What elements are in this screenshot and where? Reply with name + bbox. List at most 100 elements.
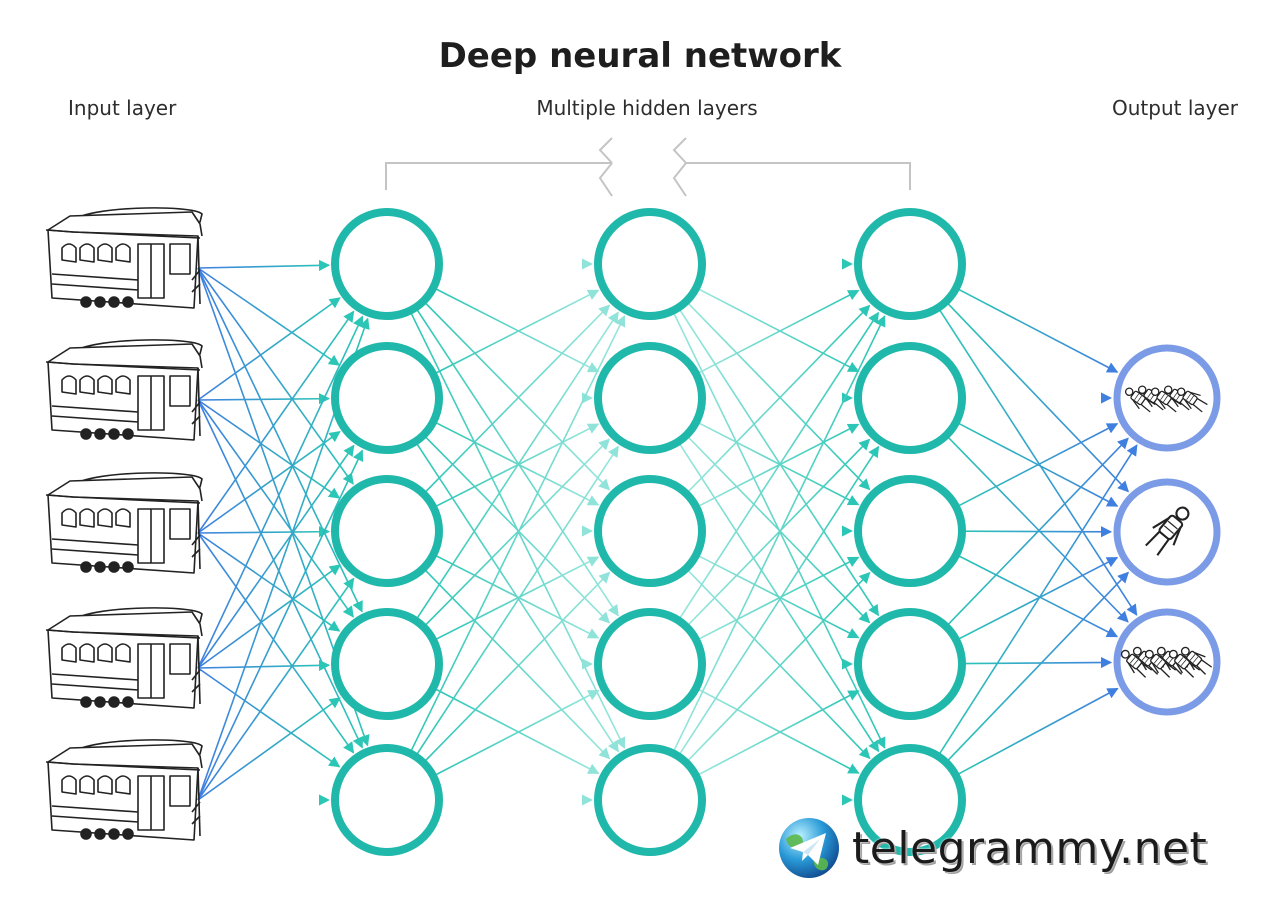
hidden-node: [594, 342, 706, 454]
edge-hidden-to-hidden: [422, 438, 611, 628]
edge-hidden-to-hidden: [677, 311, 880, 621]
edge-hidden-to-output: [955, 423, 1119, 508]
output-layer-label: Output layer: [1111, 96, 1238, 120]
hidden-node: [331, 342, 443, 454]
edge-hidden-to-hidden: [422, 300, 611, 491]
hidden-node: [594, 475, 706, 587]
edge-hidden-to-hidden: [432, 687, 600, 775]
edge-hidden-to-hidden: [695, 556, 860, 642]
hidden-layer-nodes: [331, 208, 966, 856]
edge-input-to-hidden: [197, 564, 341, 669]
tram-car-icon: [45, 339, 203, 441]
output-node: [1113, 608, 1221, 716]
edge-hidden-to-hidden: [685, 434, 871, 624]
edge-hidden-to-hidden: [695, 553, 860, 639]
hidden-layers-label: Multiple hidden layers: [536, 96, 758, 120]
edge-hidden-to-output: [945, 437, 1129, 628]
hidden-node: [594, 208, 706, 320]
edge-input-to-hidden: [197, 315, 364, 669]
hidden-layers-bracket: [385, 137, 911, 197]
edge-hidden-to-output: [961, 526, 1113, 538]
hidden-node: [594, 744, 706, 856]
edge-hidden-to-output: [961, 656, 1113, 669]
hidden-node: [854, 744, 966, 856]
edge-hidden-to-hidden: [433, 553, 600, 639]
connection-edges: [197, 258, 1138, 806]
hidden-node: [331, 608, 443, 720]
edge-hidden-to-output: [945, 300, 1130, 493]
edge-hidden-to-output: [955, 553, 1119, 638]
edge-input-to-hidden: [197, 393, 331, 405]
edge-input-to-hidden: [197, 526, 331, 538]
diagram-title: Deep neural network: [438, 36, 842, 76]
edge-hidden-to-hidden: [695, 687, 860, 774]
edge-hidden-to-output: [945, 571, 1130, 764]
hidden-node: [331, 208, 443, 320]
edge-hidden-to-hidden: [432, 286, 600, 373]
edge-hidden-to-hidden: [414, 311, 619, 621]
crowd-of-people-icon: [1120, 646, 1213, 678]
hidden-node: [331, 744, 443, 856]
output-node: [1113, 478, 1221, 586]
edge-input-to-hidden: [197, 449, 364, 801]
edge-input-to-hidden: [197, 667, 341, 768]
edge-hidden-to-hidden: [685, 304, 871, 495]
edge-input-to-hidden: [197, 532, 355, 754]
edge-hidden-to-hidden: [414, 445, 619, 757]
watermark: telegrammy.net: [776, 816, 1207, 880]
edge-hidden-to-hidden: [432, 689, 600, 777]
edge-hidden-to-output: [945, 434, 1129, 623]
edge-input-to-hidden: [197, 267, 354, 485]
hidden-node: [594, 608, 706, 720]
edge-input-to-hidden: [197, 444, 355, 669]
watermark-text: telegrammy.net: [852, 822, 1208, 874]
edge-hidden-to-hidden: [422, 571, 611, 764]
telegram-globe-icon: [779, 818, 839, 878]
edge-hidden-to-output: [955, 421, 1119, 507]
edge-hidden-to-hidden: [677, 445, 880, 757]
hidden-node: [854, 475, 966, 587]
edge-input-to-hidden: [197, 431, 341, 534]
tram-car-icon: [45, 607, 203, 709]
edge-hidden-to-output: [955, 687, 1119, 777]
tram-car-icon: [45, 207, 203, 309]
group-of-people-icon: [1124, 385, 1208, 413]
edge-hidden-to-hidden: [433, 420, 600, 506]
tram-car-icon: [45, 739, 203, 841]
edge-hidden-to-hidden: [433, 423, 600, 509]
edge-input-to-hidden: [197, 259, 331, 272]
input-layer-nodes: [45, 207, 203, 841]
edge-hidden-to-hidden: [695, 287, 860, 373]
edge-input-to-hidden: [197, 267, 363, 613]
output-layer-nodes: [1113, 344, 1221, 716]
hidden-node: [854, 342, 966, 454]
edge-hidden-to-hidden: [685, 300, 871, 491]
edge-input-to-hidden: [197, 310, 355, 534]
edge-hidden-to-output: [955, 556, 1119, 641]
edge-hidden-to-hidden: [422, 434, 611, 624]
input-layer-label: Input layer: [68, 96, 177, 120]
edge-input-to-hidden: [197, 297, 341, 401]
edge-input-to-hidden: [197, 532, 341, 632]
edge-hidden-to-hidden: [695, 289, 860, 375]
edge-input-to-hidden: [197, 399, 354, 618]
edge-hidden-to-hidden: [685, 571, 871, 764]
hidden-node: [331, 475, 443, 587]
edge-hidden-to-hidden: [695, 420, 860, 506]
edge-hidden-to-hidden: [432, 289, 600, 376]
edge-hidden-to-hidden: [409, 315, 626, 754]
edge-input-to-hidden: [197, 267, 341, 366]
edge-hidden-to-hidden: [433, 556, 600, 642]
hidden-node: [854, 608, 966, 720]
edge-hidden-to-hidden: [422, 304, 611, 495]
edge-input-to-hidden: [197, 577, 355, 801]
edge-hidden-to-hidden: [695, 423, 860, 509]
edge-hidden-to-hidden: [685, 438, 871, 628]
edge-input-to-hidden: [197, 697, 341, 801]
edge-hidden-to-output: [937, 444, 1138, 757]
edge-hidden-to-output: [955, 287, 1119, 373]
tram-car-icon: [45, 472, 203, 574]
edge-input-to-hidden: [197, 659, 331, 672]
single-person-icon: [1145, 506, 1190, 556]
edge-hidden-to-hidden: [695, 690, 860, 777]
